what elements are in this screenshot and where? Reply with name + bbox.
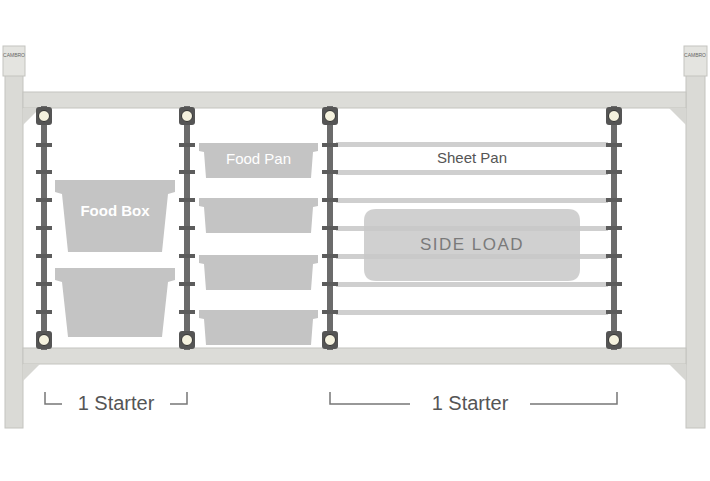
brand-mark: CAMBRO bbox=[3, 53, 25, 59]
brace bbox=[669, 108, 686, 125]
node-text: Food Box bbox=[80, 202, 149, 219]
bottom-rail bbox=[23, 348, 686, 364]
node-text: Food Pan bbox=[226, 150, 291, 167]
top-rail bbox=[23, 92, 686, 108]
post-cap bbox=[684, 46, 707, 76]
post-cap bbox=[3, 46, 25, 76]
node-text: SIDE LOAD bbox=[420, 235, 524, 255]
sheet-pan-label: Sheet Pan bbox=[433, 150, 511, 167]
brand-mark: CAMBRO bbox=[684, 53, 706, 59]
starter-label: 1 Starter bbox=[432, 392, 509, 414]
food-box bbox=[55, 268, 175, 337]
starter-label: 1 Starter bbox=[78, 392, 155, 414]
brace bbox=[669, 364, 686, 381]
food-pan bbox=[199, 255, 318, 290]
sheet-pan-rails bbox=[336, 142, 608, 315]
food-box: Food Box bbox=[55, 180, 175, 252]
brace bbox=[23, 364, 40, 381]
food-pan bbox=[199, 310, 318, 345]
food-pan: Food Pan bbox=[199, 143, 318, 178]
food-pan bbox=[199, 198, 318, 233]
side-load-box: SIDE LOAD bbox=[364, 209, 580, 281]
post bbox=[686, 48, 705, 428]
uprights bbox=[36, 106, 622, 350]
post bbox=[5, 48, 23, 428]
